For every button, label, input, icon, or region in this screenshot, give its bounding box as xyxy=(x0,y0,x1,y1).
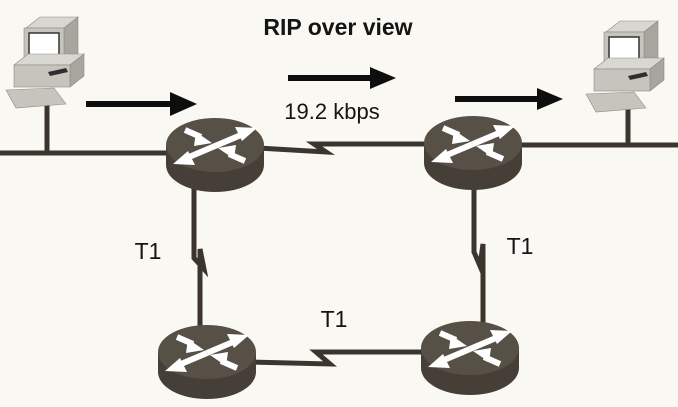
ethernet-segment-right xyxy=(515,103,678,148)
workstation-left-icon xyxy=(5,16,85,109)
wan-serial-link xyxy=(257,141,430,156)
router-top-right-icon xyxy=(424,116,522,190)
router-bottom-right-icon xyxy=(421,321,519,395)
wan-speed-label: 19.2 kbps xyxy=(284,99,380,124)
router-bottom-left-icon xyxy=(158,325,256,399)
t1-label-right: T1 xyxy=(506,233,534,259)
flow-arrow-middle xyxy=(288,67,396,89)
flow-arrow-right xyxy=(455,88,563,110)
router-top-left-icon xyxy=(166,118,264,192)
flow-arrow-left xyxy=(86,92,197,116)
t1-link-left xyxy=(191,183,209,330)
t1-link-right xyxy=(471,182,486,326)
diagram-title: RIP over view xyxy=(263,14,413,40)
t1-label-left: T1 xyxy=(134,238,162,264)
t1-label-bottom: T1 xyxy=(320,306,348,332)
t1-link-bottom xyxy=(249,349,430,367)
workstation-right-icon xyxy=(585,20,665,113)
